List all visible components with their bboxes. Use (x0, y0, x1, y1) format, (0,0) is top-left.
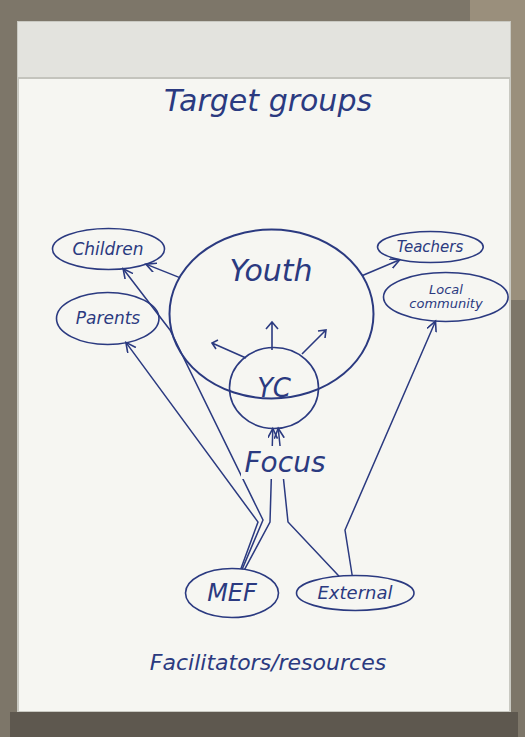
node-text: Children (51, 227, 166, 271)
node-text: YC (228, 346, 320, 430)
node-label: Youth (229, 254, 312, 287)
ellipse-shape (186, 569, 279, 618)
ellipse-node: Parents (55, 291, 160, 346)
ellipse-shape (296, 576, 414, 611)
node-text: External (295, 574, 416, 612)
ellipse-node: MEF (184, 567, 280, 619)
ellipse-node: YouthYC (168, 228, 375, 400)
node-text: Local community (382, 271, 510, 323)
note-label: Focus (241, 446, 330, 479)
node-text: Teachers (376, 230, 485, 264)
node-label: Teachers (397, 239, 464, 256)
node-label: Children (72, 240, 143, 259)
node-text: Parents (55, 291, 160, 346)
flipchart-paper (18, 22, 510, 712)
node-label: YC (257, 374, 291, 403)
node-label: Parents (76, 309, 140, 328)
flipchart-binding (18, 22, 510, 78)
inner-arrow (266, 322, 278, 350)
ellipse-shape (230, 348, 319, 429)
arrow-connector (345, 321, 436, 575)
ellipse-node: Children (51, 227, 166, 271)
ellipse-node: External (295, 574, 416, 612)
ellipse-shape (57, 292, 159, 344)
ellipse-node: YC (228, 346, 320, 430)
binding-edge (18, 77, 510, 79)
node-text: MEF (184, 567, 280, 619)
note-label: Facilitators/resources (150, 650, 386, 675)
inner-arrow (302, 330, 326, 354)
node-label: Local community (406, 283, 486, 312)
ellipse-shape (52, 229, 164, 270)
inner-arrow (212, 340, 246, 358)
arrow-connector (146, 264, 179, 277)
ellipse-node: Teachers (376, 230, 485, 264)
ellipse-shape (384, 273, 509, 322)
easel-base (10, 712, 518, 737)
ellipse-node: Local community (382, 271, 510, 323)
arrow-connector (123, 269, 263, 569)
node-label: External (318, 583, 393, 603)
arrow-connector (362, 260, 400, 276)
ellipse-shape (377, 232, 483, 263)
chart-title: Target groups (164, 83, 372, 118)
node-label: MEF (207, 580, 257, 606)
